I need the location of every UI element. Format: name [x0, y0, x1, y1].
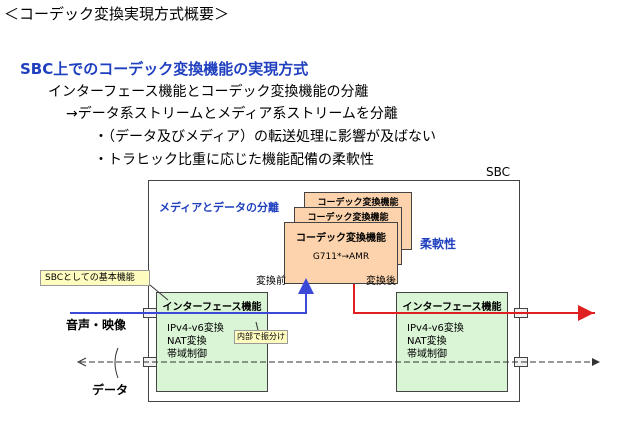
- red-converted-flow: [353, 284, 594, 321]
- left-bracket: [114, 347, 119, 379]
- bullet-flexibility: ・トラヒック比重に応じた機能配備の柔軟性: [94, 152, 374, 168]
- interface-feature: 帯域制御: [407, 349, 447, 360]
- interface-box-right: インターフェース機能 IPv4-v6変換 NAT変換 帯域制御: [396, 292, 508, 392]
- codec-box-front: コーデック変換機能 G711*→AMR: [284, 222, 398, 284]
- interface-box-left: インターフェース機能 IPv4-v6変換 NAT変換 帯域制御: [156, 292, 268, 392]
- blue-media-flow: [70, 278, 314, 314]
- callout-internal-routing: 内部で振分け: [234, 330, 288, 344]
- after-conversion-label: 変換後: [366, 276, 396, 287]
- before-conversion-label: 変換前: [256, 276, 286, 287]
- bullet-interface-separation: インターフェース機能とコーデック変換機能の分離: [48, 84, 369, 100]
- interface-feature: IPv4-v6変換: [407, 323, 464, 334]
- callout-basic-function: SBCとしての基本機能: [40, 270, 150, 286]
- page-title: ＜コーデック変換実現方式概要＞: [4, 5, 230, 23]
- interface-feature: NAT変換: [407, 336, 447, 347]
- codec-box-label: コーデック変換機能: [296, 233, 386, 244]
- codec-box-label: コーデック変換機能: [317, 198, 399, 208]
- sbc-label: SBC: [486, 165, 511, 179]
- codec-conversion-label: G711*→AMR: [312, 252, 370, 262]
- codec-box-label: コーデック変換機能: [307, 213, 389, 223]
- separation-label: メディアとデータの分離: [159, 201, 280, 214]
- data-label: データ: [92, 383, 129, 397]
- flexibility-label: 柔軟性: [420, 237, 457, 251]
- mini-callout-pointer: [255, 321, 259, 331]
- interface-title: インターフェース機能: [162, 302, 262, 313]
- section-heading: SBC上でのコーデック変換機能の実現方式: [20, 60, 309, 78]
- bullet-no-impact: ・（データ及びメディア）の転送処理に影響が及ばない: [94, 129, 437, 145]
- interface-feature: 帯域制御: [167, 349, 207, 360]
- voice-video-label: 音声・映像: [66, 318, 127, 332]
- bullet-stream-separation: →データ系ストリームとメディア系ストリームを分離: [66, 106, 398, 122]
- callout-pointer: [149, 284, 169, 301]
- interface-feature: NAT変換: [167, 336, 207, 347]
- data-flow-left-head: [76, 357, 87, 367]
- interface-feature: IPv4-v6変換: [167, 323, 224, 334]
- interface-title: インターフェース機能: [402, 302, 502, 313]
